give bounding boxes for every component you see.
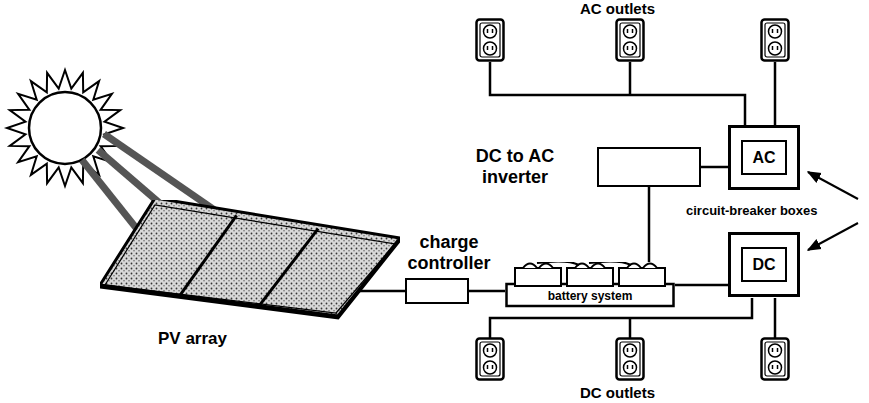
breaker-box: DC: [728, 232, 800, 297]
node-label: battery system: [505, 289, 675, 303]
dc-outlet: [477, 339, 504, 380]
ac-outlet: [617, 20, 644, 61]
ac-wiring: [490, 62, 775, 125]
pv-panel: [100, 200, 400, 322]
inverter-box: DC to AC inverter: [455, 146, 701, 188]
breaker-panel: DC: [741, 247, 787, 282]
wire: [648, 187, 651, 262]
breaker-box: AC: [728, 125, 800, 190]
dc-outlet: [762, 339, 789, 380]
dc-outlet: [617, 339, 644, 380]
sun: [7, 70, 123, 186]
ac-outlet: [762, 20, 789, 61]
panel-outline: [100, 200, 400, 315]
text-label: circuit-breaker boxes: [684, 203, 820, 218]
wire: [469, 290, 505, 293]
text-label: AC outlets: [578, 0, 657, 17]
node-label: PV array: [158, 329, 227, 349]
inverter-box: [597, 147, 701, 187]
node-label: AC: [743, 148, 785, 167]
wire: [701, 166, 728, 169]
breaker-panel: AC: [741, 140, 787, 175]
charge-controller: charge controller: [393, 232, 505, 304]
text-label: DC outlets: [578, 384, 657, 401]
battery-bank: battery system: [505, 262, 675, 308]
controller-box: [405, 278, 469, 304]
node-label: DC: [743, 255, 785, 274]
node-label: DC to AC inverter: [455, 146, 575, 188]
pv-array: PV array: [100, 200, 400, 349]
battery-system: battery system: [505, 262, 675, 308]
node-label: charge controller: [393, 232, 505, 274]
wire: [675, 284, 728, 287]
ac-outlet: [477, 20, 504, 61]
